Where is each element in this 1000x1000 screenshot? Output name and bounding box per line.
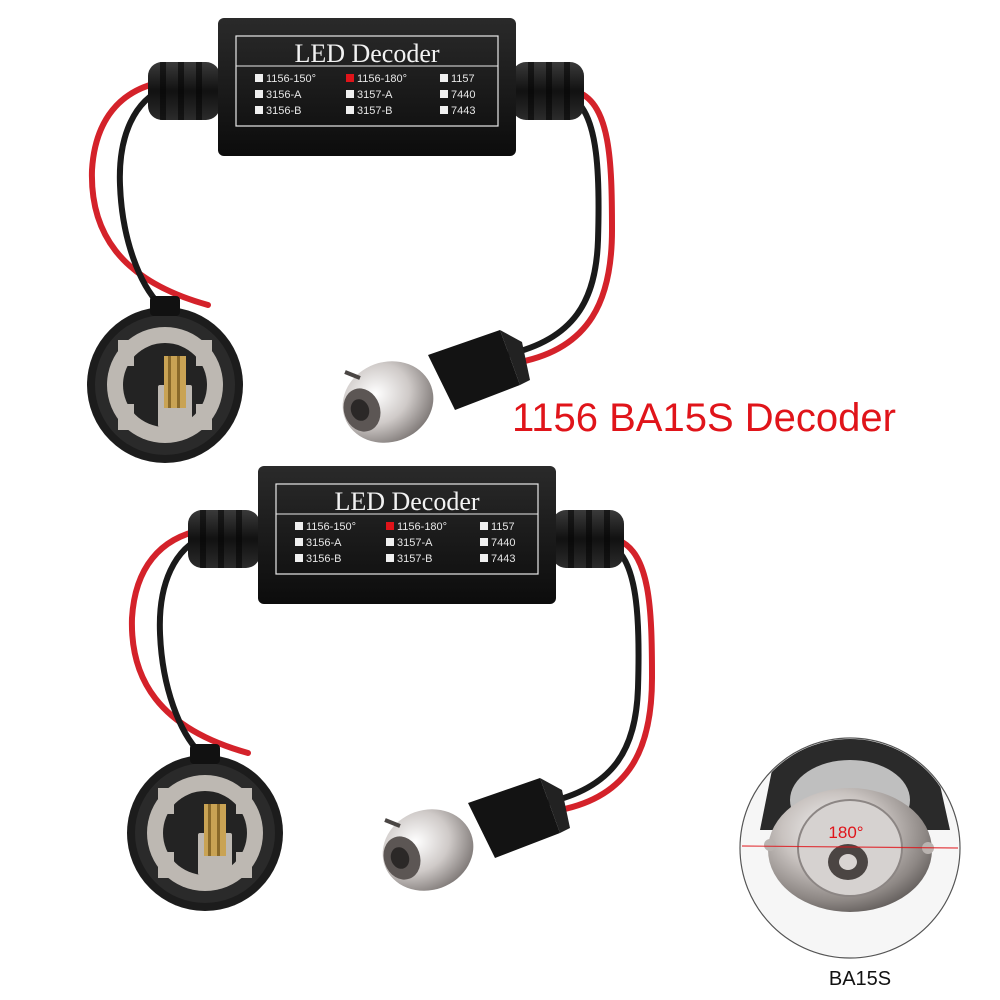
option-label: 1157	[451, 73, 475, 85]
option-label: 3156-B	[306, 553, 341, 565]
option-label: 7440	[491, 537, 515, 549]
option-label: 1156-150°	[266, 73, 316, 85]
option-label: 3157-B	[357, 105, 392, 117]
option-label: 3156-A	[306, 537, 342, 549]
selected-marker	[346, 74, 354, 82]
option-label: 1157	[491, 521, 515, 533]
option-label: 3157-A	[357, 89, 393, 101]
option-label: 7440	[451, 89, 475, 101]
option-label: 1156-180°	[357, 73, 407, 85]
option-label: 7443	[451, 105, 475, 117]
ba15s-inset: 180°	[739, 737, 961, 959]
decoder-title: LED Decoder	[334, 487, 479, 516]
inset-caption: BA15S	[828, 968, 892, 990]
option-label: 3157-A	[397, 537, 433, 549]
option-label: 3156-A	[266, 89, 302, 101]
option-label: 1156-180°	[397, 521, 447, 533]
option-label: 1156-150°	[306, 521, 356, 533]
decoder-box-top: LED Decoder 1156-150° 1156-180° 1157 315…	[255, 39, 475, 117]
selected-marker	[386, 522, 394, 530]
decoder-box-bottom: LED Decoder 1156-150° 1156-180° 1157 315…	[295, 487, 515, 565]
product-headline: 1156 BA15S Decoder	[512, 396, 896, 440]
option-label: 7443	[491, 553, 515, 565]
decoder-assembly-bottom	[127, 466, 652, 911]
option-label: 3156-B	[266, 105, 301, 117]
angle-label: 180°	[828, 823, 863, 842]
decoder-title: LED Decoder	[294, 39, 439, 68]
option-label: 3157-B	[397, 553, 432, 565]
